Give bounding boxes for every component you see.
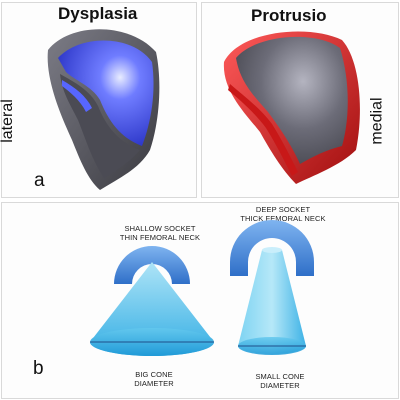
panel-b-frame	[1, 202, 399, 399]
shallow-socket-line-1: SHALLOW SOCKET	[124, 224, 196, 233]
small-cone	[238, 250, 306, 354]
panel-b-letter: b	[33, 358, 44, 379]
protrusio-articular-surface	[236, 36, 348, 164]
big-cone-line-2: DIAMETER	[134, 379, 174, 388]
deep-socket	[230, 220, 314, 276]
big-cone-line-1: BIG CONE	[135, 370, 173, 379]
small-cone-line-2: DIAMETER	[260, 381, 300, 390]
protrusio-rim-edge	[228, 84, 298, 176]
small-cone-top	[262, 247, 282, 253]
small-cone-caption: SMALL CONE DIAMETER	[230, 372, 330, 390]
thin-neck-line-2: THIN FEMORAL NECK	[119, 233, 201, 242]
dysplasia-title: Dysplasia	[58, 4, 138, 23]
dysplasia-articular-surface	[58, 40, 154, 146]
protrusio-title: Protrusio	[251, 6, 327, 25]
panel-a-letter: a	[34, 170, 45, 191]
big-cone-caption: BIG CONE DIAMETER	[104, 370, 204, 388]
deep-socket-caption: DEEP SOCKET THICK FEMORAL NECK	[228, 205, 338, 223]
thick-neck-line-2: THICK FEMORAL NECK	[240, 214, 326, 223]
deep-socket-line-1: DEEP SOCKET	[255, 205, 311, 214]
small-cone-line-1: SMALL CONE	[255, 372, 305, 381]
dysplasia-rim-highlight	[62, 80, 92, 112]
shallow-socket	[114, 246, 190, 284]
dysplasia-model	[47, 29, 160, 191]
socket-cone-schematic	[90, 220, 314, 356]
protrusio-model	[223, 31, 360, 184]
shallow-socket-caption: SHALLOW SOCKET THIN FEMORAL NECK	[110, 224, 210, 242]
